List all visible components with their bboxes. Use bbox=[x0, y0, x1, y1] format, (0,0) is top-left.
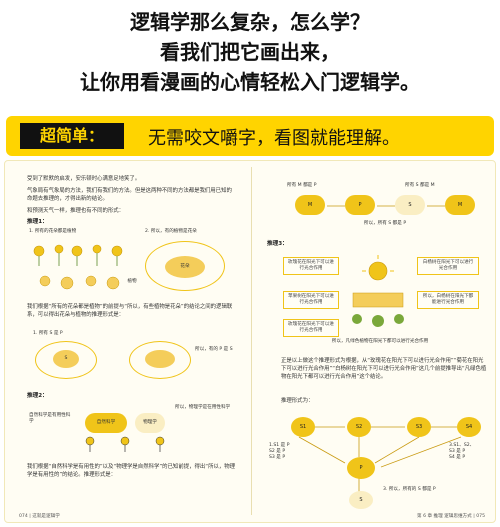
node-s2: S2 bbox=[347, 417, 371, 437]
top-node-p-label: P bbox=[358, 202, 362, 208]
fig2-left-inner: S bbox=[53, 350, 79, 368]
fig3-left-label: 自然科学是有用性科学 bbox=[29, 413, 71, 424]
callout-5: 玫瑰花在阳光下可以进行光合作用 bbox=[283, 319, 339, 337]
node-s4-label: S4 bbox=[465, 424, 473, 430]
left-paragraph-4: 我们根据“所有的花朵都是植物”的前提与“所以，有些植物是花朵”的结论之间的逻辑联… bbox=[27, 304, 233, 318]
fig1-inner-label: 花朵 bbox=[180, 264, 190, 269]
top-label-right: 所有 S 都是 M bbox=[405, 183, 435, 188]
band-text: 无需咬文嚼字，看图就能理解。 bbox=[148, 128, 400, 149]
fig1-right-caption: 2. 所以，有的植物是花朵 bbox=[145, 229, 197, 234]
node-s1-label: S1 bbox=[299, 424, 307, 430]
network-conclusion: 3. 所以，所有的 S 都是 P bbox=[383, 487, 436, 492]
fig3-right-label: 物理学 bbox=[143, 420, 157, 425]
headline-line-1: 逻辑学那么复杂，怎么学？ bbox=[130, 10, 370, 34]
side-right-premises: 3.S1、S2、 S3 是 P S4 是 P bbox=[449, 443, 475, 460]
callout-3: 苹果树在阳光下可以进行光合作用 bbox=[283, 291, 339, 309]
top-node-s-label: S bbox=[408, 202, 412, 208]
plants-sun-illustration bbox=[352, 255, 404, 327]
reasoning-1-heading: 推理1： bbox=[27, 219, 48, 225]
flowers-set: 花朵 bbox=[165, 256, 205, 278]
node-s2-label: S2 bbox=[355, 424, 363, 430]
left-paragraph-2: 气象局有气象局的方法，我们有我们的方法。但是这两种不同的方法都是我们用已知的命题… bbox=[27, 188, 232, 202]
right-paragraph-7: 推理形式为： bbox=[281, 398, 314, 404]
left-paragraph-1: 受到了默默的启发，安乐顿时心满意足地笑了。 bbox=[27, 176, 141, 182]
fig2-left-outline bbox=[35, 341, 97, 379]
fig1-left-caption: 1. 所有的花朵都是植物 bbox=[29, 229, 77, 234]
callout-4: 所以，白杨树在阳光下都能进行光合作用 bbox=[417, 291, 479, 309]
left-paragraph-3: 和预测天气一样，推理也有不同的形式： bbox=[27, 208, 125, 214]
fig3-right-node: 物理学 bbox=[135, 413, 165, 433]
side-left-premises: 1.S1 是 P S2 是 P S3 是 P bbox=[269, 443, 290, 460]
right-page-footer: 第 6 章 推理 逻辑思维方式 | 075 bbox=[417, 514, 485, 519]
node-p-label: P bbox=[359, 465, 363, 471]
node-s4: S4 bbox=[457, 417, 481, 437]
reasoning-2-heading: 推理2： bbox=[27, 393, 48, 399]
node-s: S bbox=[349, 491, 373, 509]
node-p: P bbox=[347, 457, 375, 479]
fig3-right-top-label: 所以，物理学是在用性科学 bbox=[175, 405, 231, 410]
flower-row-illustration bbox=[33, 244, 123, 266]
feature-band: 超简单： 无需咬文嚼字，看图就能理解。 bbox=[6, 116, 494, 156]
top-node-m2-label: M bbox=[457, 202, 463, 208]
top-chain-arrows bbox=[327, 205, 445, 207]
top-label-left: 所有 M 都是 P bbox=[287, 183, 317, 188]
band-label: 超简单： bbox=[20, 123, 124, 149]
reasoning-3-heading: 推理3： bbox=[267, 241, 288, 247]
top-node-m1: M bbox=[295, 195, 325, 215]
fig3-stick-figures bbox=[85, 436, 165, 452]
top-node-m1-label: M bbox=[307, 202, 313, 208]
plants-set-outline bbox=[145, 241, 225, 291]
callout-1: 玫瑰花在阳光下可以进行光合作用 bbox=[283, 257, 339, 275]
top-caption: 所以，所有 S 都是 P bbox=[363, 221, 407, 226]
left-paragraph-5: 我们根据“自然科学是有用性的”以及“物理学是自然科学”的已知前提，得出“所以，物… bbox=[27, 464, 236, 478]
book-spread: 受到了默默的启发，安乐顿时心满意足地笑了。 气象局有气象局的方法，我们有我们的方… bbox=[4, 160, 496, 523]
top-node-p: P bbox=[345, 195, 375, 215]
right-paragraph-6: 正是以上做这个推理形式为根据，从“玫瑰花在阳光下可以进行光合作用”“菊花在阳光下… bbox=[281, 358, 487, 380]
node-s-label: S bbox=[359, 497, 363, 503]
headline-line-3: 让你用看漫画的心情轻松入门逻辑学。 bbox=[80, 70, 420, 94]
fig2-right-caption: 所以，有的 P 是 S bbox=[195, 347, 233, 352]
book-gutter bbox=[251, 167, 252, 515]
reasoning-3-caption: 所以，凡绿色植物在阳光下都可以进行光合作用 bbox=[331, 339, 429, 344]
fig3-center-label: 自然科学 bbox=[96, 420, 116, 425]
node-s3: S3 bbox=[407, 417, 431, 437]
fig2-inner-label: S bbox=[64, 356, 68, 361]
top-node-s: S bbox=[395, 195, 425, 215]
node-s1: S1 bbox=[291, 417, 315, 437]
fig1-plant-label: 植物 bbox=[127, 279, 137, 284]
fig3-center-node: 自然科学 bbox=[85, 413, 127, 433]
headline-line-2: 看我们把它画出来， bbox=[160, 40, 340, 64]
fig2-right-inner bbox=[145, 350, 175, 368]
left-page-footer: 074 | 这就是逻辑学 bbox=[19, 514, 60, 519]
network-arrows bbox=[298, 426, 462, 493]
plants-row-illustration bbox=[39, 275, 120, 290]
top-node-m2: M bbox=[445, 195, 475, 215]
fig2-right-outline bbox=[129, 341, 191, 379]
fig2-caption: 1. 所有 S 是 P bbox=[33, 331, 63, 336]
node-s3-label: S3 bbox=[415, 424, 423, 430]
callout-2: 白杨树在阳光下可以进行光合作用 bbox=[417, 257, 479, 275]
